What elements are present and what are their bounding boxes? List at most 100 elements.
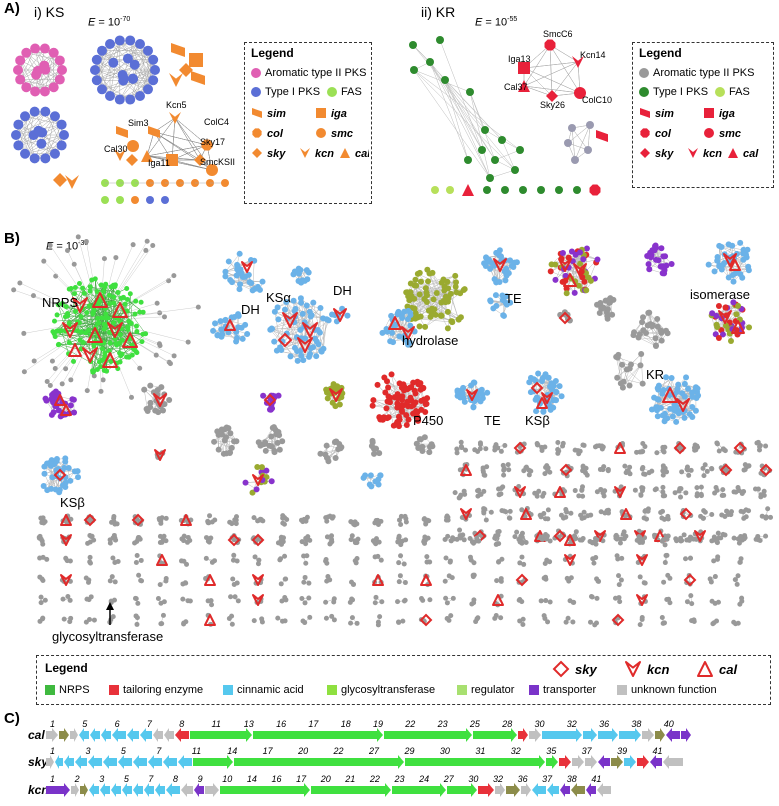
protein-node: [298, 299, 305, 306]
cal-icon: [141, 150, 153, 162]
protein-cluster: [559, 463, 574, 479]
protein-node: [654, 450, 660, 456]
protein-node: [107, 340, 113, 346]
edge-line: [549, 44, 581, 94]
ks-legend-title: Legend: [251, 46, 294, 60]
protein-node: [21, 47, 32, 58]
edge-line: [139, 59, 154, 97]
edge-line: [230, 279, 263, 282]
protein-node: [491, 156, 499, 164]
protein-cluster: [379, 307, 418, 348]
edge-line: [286, 301, 298, 338]
edge-line: [494, 149, 521, 161]
protein-node: [433, 290, 440, 297]
cal-legend-icon: [728, 148, 738, 158]
edge-line: [24, 145, 62, 155]
protein-node: [416, 269, 423, 276]
ks-node-label: Iga11: [148, 158, 170, 168]
protein-node: [492, 292, 499, 299]
protein-node: [376, 450, 383, 457]
protein-node: [379, 329, 386, 336]
protein-node: [563, 290, 570, 297]
protein-node: [237, 281, 244, 288]
protein-node: [66, 340, 72, 346]
legend-shape-label: iga: [719, 108, 735, 120]
protein-node: [741, 467, 747, 473]
protein-node: [218, 426, 225, 433]
protein-node: [481, 260, 488, 267]
protein-node: [72, 291, 78, 297]
protein-node: [488, 260, 495, 267]
protein-node: [227, 430, 234, 437]
protein-node: [487, 265, 494, 272]
protein-node: [21, 82, 32, 93]
legend-shape-label: sim: [267, 108, 286, 120]
protein-node: [221, 437, 228, 444]
edge-line: [523, 85, 581, 94]
protein-node: [307, 350, 314, 357]
protein-node: [20, 148, 31, 159]
protein-node: [481, 506, 487, 512]
protein-node: [665, 516, 671, 522]
protein-node: [253, 486, 260, 493]
edge-line: [413, 69, 516, 171]
edge-line: [501, 139, 516, 171]
protein-node: [242, 479, 249, 486]
protein-node: [52, 318, 58, 324]
protein-node: [652, 343, 659, 350]
protein-node: [426, 449, 433, 456]
edge-line: [34, 116, 56, 159]
protein-node: [503, 509, 509, 515]
edge-line: [708, 264, 749, 271]
protein-node: [297, 347, 304, 354]
protein-node: [487, 298, 494, 305]
protein-node: [712, 490, 718, 496]
protein-node: [276, 446, 283, 453]
protein-cluster: [348, 519, 360, 528]
protein-node: [76, 320, 82, 326]
edge-line: [109, 40, 121, 97]
protein-node: [41, 470, 48, 477]
protein-node: [39, 60, 50, 71]
legend-shape-label: sky: [267, 148, 286, 160]
protein-node: [111, 513, 117, 519]
protein-node: [62, 479, 69, 486]
protein-node: [21, 369, 27, 375]
protein-node: [401, 336, 408, 343]
green-dot-icon: [639, 87, 649, 97]
type1-pks-cluster-1: [90, 35, 160, 105]
protein-node: [746, 324, 753, 331]
protein-node: [52, 388, 59, 395]
protein-node: [242, 273, 249, 280]
protein-node: [686, 472, 692, 478]
protein-node: [698, 493, 704, 499]
protein-node: [214, 331, 221, 338]
protein-node: [725, 241, 732, 248]
protein-node: [403, 519, 409, 525]
edge-line: [389, 402, 408, 426]
protein-node: [387, 394, 394, 401]
protein-node: [716, 448, 722, 454]
protein-node: [68, 286, 74, 292]
protein-node: [519, 186, 527, 194]
protein-node: [709, 310, 716, 317]
protein-cluster: [714, 440, 728, 454]
protein-node: [44, 378, 50, 384]
edge-line: [15, 111, 46, 136]
protein-node: [483, 254, 490, 261]
protein-node: [639, 449, 645, 455]
protein-cluster: [372, 517, 384, 527]
protein-node: [411, 282, 418, 289]
protein-cluster: [481, 247, 520, 286]
protein-cluster: [299, 514, 310, 525]
edge-line: [523, 44, 551, 87]
protein-node: [745, 263, 752, 270]
edge-line: [146, 117, 176, 157]
protein-node: [563, 285, 570, 292]
cal-marker-icon: [563, 273, 577, 287]
protein-cluster: [83, 513, 97, 527]
protein-node: [303, 302, 310, 309]
protein-node: [470, 404, 477, 411]
edge-line: [50, 319, 101, 386]
